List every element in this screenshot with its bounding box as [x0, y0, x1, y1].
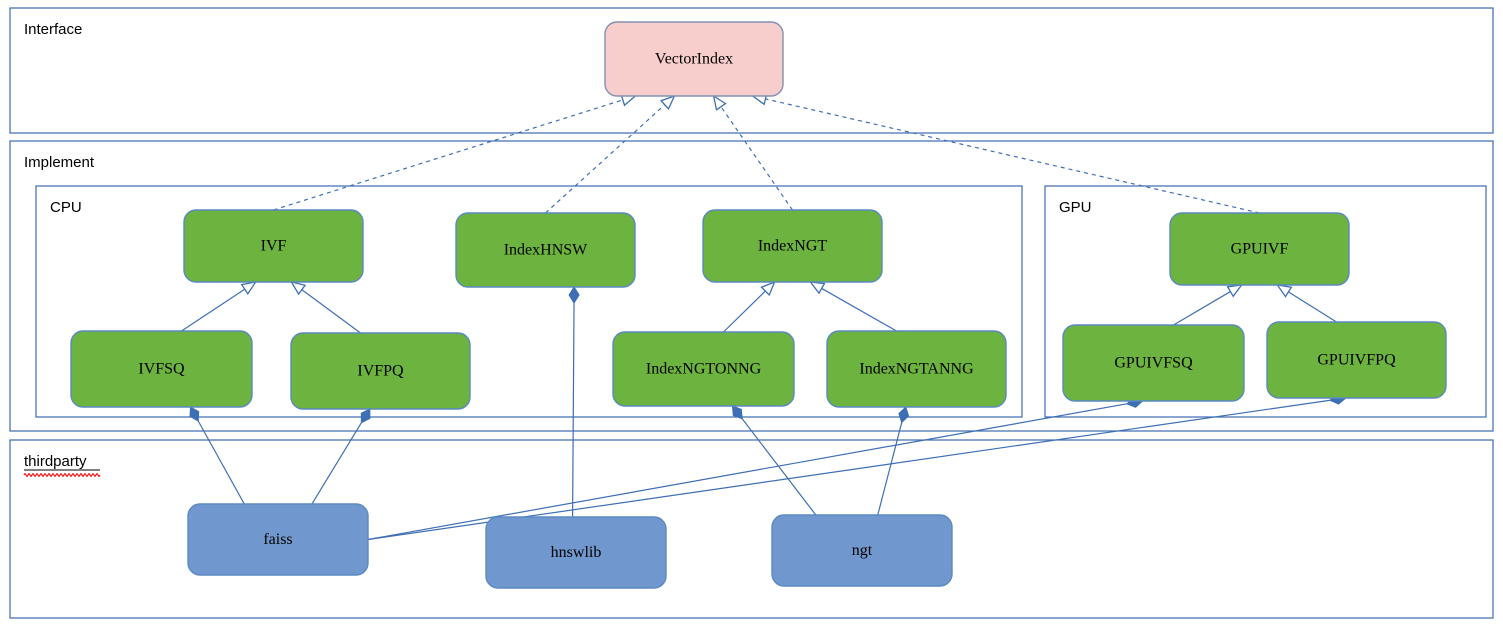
node-gpuivfpq[interactable]: GPUIVFPQ: [1266, 321, 1447, 399]
edge-ivfsq-to-ivf: [181, 281, 257, 332]
node-ivfsq[interactable]: IVFSQ: [70, 330, 253, 408]
edge-gpuivfpq-to-gpuivf: [1275, 284, 1337, 323]
container-interface: Interface: [9, 7, 1494, 134]
node-label-gpuivf: GPUIVF: [1231, 241, 1289, 258]
node-vectorindex[interactable]: VectorIndex: [604, 21, 784, 97]
node-indexhnsw[interactable]: IndexHNSW: [455, 212, 636, 288]
node-ivfpq[interactable]: IVFPQ: [290, 332, 471, 410]
container-label-cpu: CPU: [50, 199, 82, 216]
node-label-vectorindex: VectorIndex: [655, 51, 733, 68]
node-indexngt[interactable]: IndexNGT: [702, 209, 883, 283]
node-label-ngt: ngt: [852, 542, 873, 559]
node-label-indexngtonng: IndexNGTONNG: [646, 361, 762, 378]
node-label-gpuivfpq: GPUIVFPQ: [1317, 352, 1396, 369]
node-label-faiss: faiss: [263, 531, 292, 548]
edge-hnswlib-to-indexhnsw: [568, 286, 580, 553]
container-cpu: CPU: [35, 185, 1023, 418]
node-ngt[interactable]: ngt: [771, 514, 953, 587]
node-label-ivfsq: IVFSQ: [138, 361, 185, 378]
edge-layer: [181, 92, 1347, 553]
container-thirdparty: thirdparty: [9, 439, 1494, 619]
node-label-gpuivfsq: GPUIVFSQ: [1114, 355, 1193, 372]
edge-faiss-to-gpuivfsq: [367, 396, 1144, 541]
node-label-indexhnsw: IndexHNSW: [504, 242, 588, 259]
node-faiss[interactable]: faiss: [187, 503, 369, 576]
edge-gpuivfsq-to-gpuivf: [1173, 284, 1244, 326]
container-label-interface: Interface: [24, 21, 82, 38]
node-label-indexngt: IndexNGT: [758, 238, 828, 255]
edge-indexngtanng-to-indexngt: [808, 281, 897, 332]
node-label-indexngtanng: IndexNGTANNG: [859, 361, 974, 378]
edge-ivf-to-vectorindex: [273, 93, 637, 211]
container-label-thirdparty: thirdparty: [24, 453, 87, 470]
node-label-ivf: IVF: [261, 238, 287, 255]
edge-indexngt-to-vectorindex: [712, 94, 793, 211]
edge-indexhnsw-to-vectorindex: [545, 94, 676, 214]
edge-indexngtonng-to-indexngt: [723, 280, 776, 333]
container-label-implement: Implement: [24, 154, 95, 171]
node-label-ivfpq: IVFPQ: [357, 363, 404, 380]
edge-gpuivf-to-vectorindex: [751, 92, 1260, 214]
edge-ivfpq-to-ivf: [290, 281, 361, 334]
node-gpuivfsq[interactable]: GPUIVFSQ: [1062, 324, 1245, 402]
node-label-hnswlib: hnswlib: [551, 544, 602, 561]
node-indexngtanng[interactable]: IndexNGTANNG: [826, 330, 1007, 408]
container-label-gpu: GPU: [1059, 199, 1092, 216]
node-indexngtonng[interactable]: IndexNGTONNG: [612, 331, 795, 407]
node-gpuivf[interactable]: GPUIVF: [1169, 212, 1350, 286]
node-ivf[interactable]: IVF: [183, 209, 364, 283]
container-gpu: GPU: [1044, 185, 1487, 418]
node-hnswlib[interactable]: hnswlib: [485, 516, 667, 589]
